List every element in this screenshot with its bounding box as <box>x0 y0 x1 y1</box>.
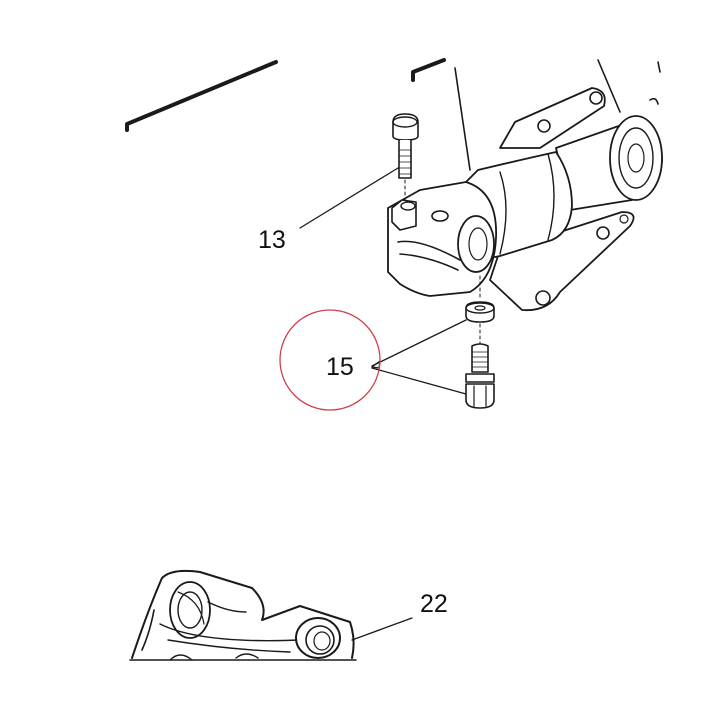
leader-line-22 <box>351 617 413 641</box>
column-housing-assembly <box>387 87 663 312</box>
background-outline <box>125 58 661 171</box>
leader-arrow-15 <box>371 360 381 369</box>
callout-13: 13 <box>258 226 286 254</box>
washer-15 <box>465 275 495 323</box>
leader-line-15-screw <box>371 367 467 395</box>
bolt-13 <box>392 113 419 201</box>
highlight-circle <box>279 309 381 411</box>
screw-15 <box>465 323 495 409</box>
component-22 <box>129 569 357 661</box>
callout-15: 15 <box>326 353 354 381</box>
callout-22: 22 <box>420 590 448 618</box>
leader-line-13 <box>299 167 399 229</box>
leader-line-15-washer <box>371 319 467 367</box>
